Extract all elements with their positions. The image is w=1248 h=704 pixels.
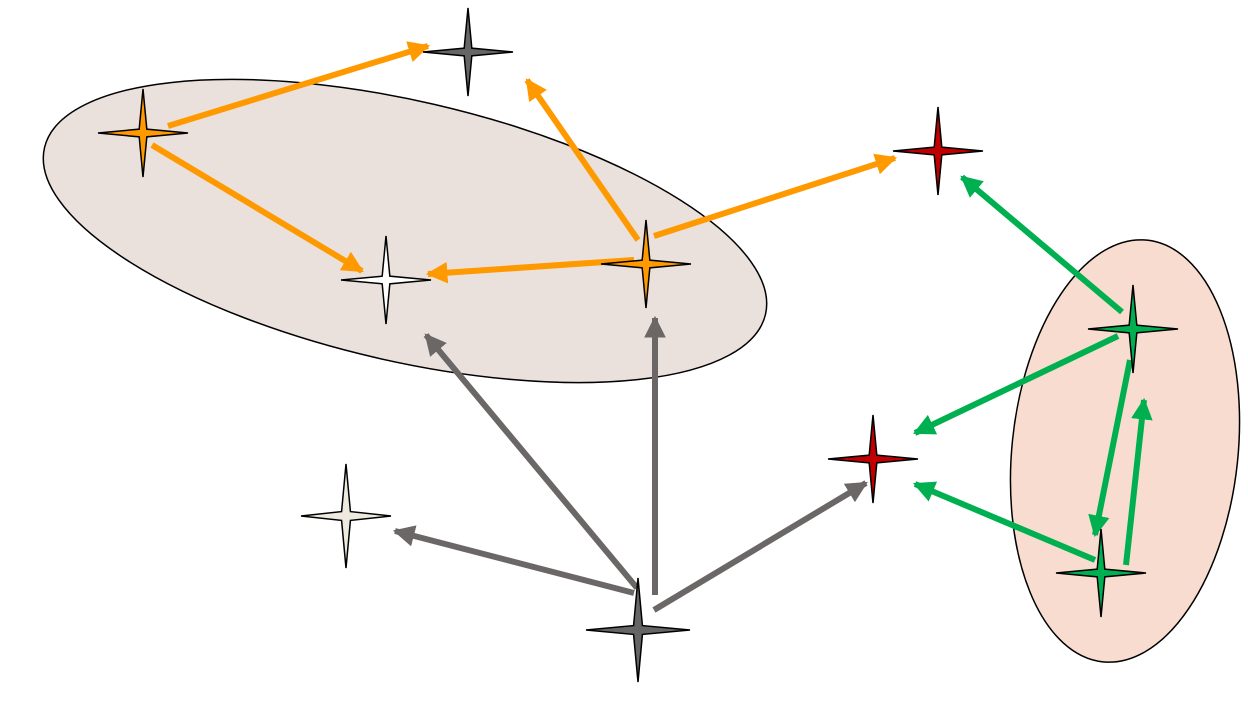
four-point-star-icon [340,235,432,325]
node-green-top [1087,284,1179,374]
node-red-mid [827,414,919,504]
node-red-top [892,106,984,196]
edge-orange-center-to-white-center [425,257,635,284]
four-point-star-icon [422,7,514,97]
edge-orange-left-to-gray-top [167,41,431,129]
edge-green-bottom-to-green-top [1123,397,1153,566]
four-point-star-icon [827,414,919,504]
node-green-bottom [1055,528,1147,618]
edge-green-top-to-green-bottom [1088,359,1133,538]
four-point-star-icon [1055,528,1147,618]
edge-layer [150,41,1153,613]
four-point-star-icon [600,219,692,309]
node-orange-left [97,88,189,178]
node-gray-bottom [585,577,691,683]
edge-green-top-to-red-mid [913,333,1120,436]
four-point-star-icon [892,106,984,196]
edge-gray-bottom-to-white-center [423,333,640,590]
edge-orange-left-to-white-center [150,142,364,274]
edge-orange-center-to-red-top [653,153,898,239]
node-beige-left [300,463,392,569]
edge-gray-bottom-to-beige-left [392,525,635,596]
node-layer [97,7,1179,683]
edge-green-bottom-to-red-mid [913,481,1097,563]
node-white-center [340,235,432,325]
cluster-left-ellipse [42,78,768,384]
edge-green-top-to-red-top [960,174,1124,315]
node-gray-top [422,7,514,97]
node-orange-center [600,219,692,309]
four-point-star-icon [300,463,392,569]
cluster-layer [42,78,1241,663]
cluster-right-ellipse [1009,239,1241,663]
four-point-star-icon [1087,284,1179,374]
four-point-star-icon [97,88,189,178]
four-point-star-icon [585,577,691,683]
edge-gray-bottom-to-red-mid [652,480,868,613]
edge-orange-center-to-gray-top [524,78,641,242]
